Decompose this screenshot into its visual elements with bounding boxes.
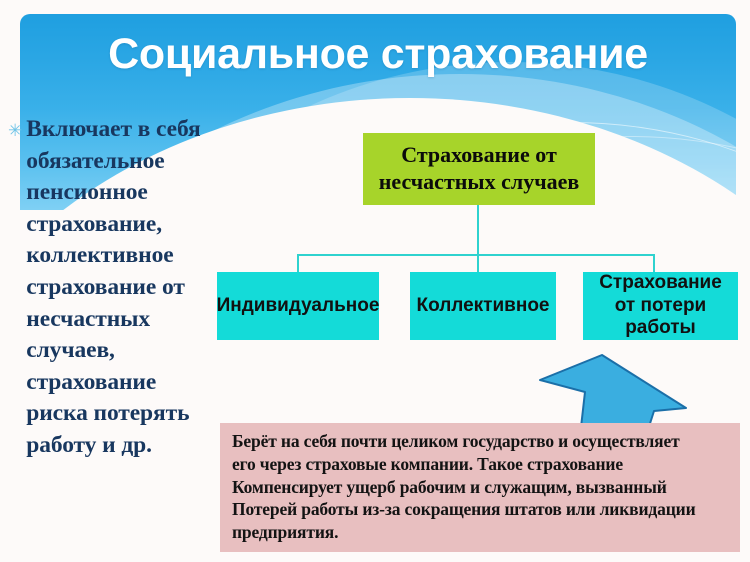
connector-drop-1 [297,254,299,272]
diagram-node-individual: Индивидуальное [217,272,379,340]
connector-drop-3 [653,254,655,272]
connector-drop-2 [477,254,479,272]
asterisk-bullet-icon: ✳ [8,121,23,140]
note-line-2: его через страховые компании. Такое стра… [232,453,623,474]
page-title: Социальное страхование [108,30,648,78]
note-box-text: Берёт на себя почти целиком государство … [232,430,730,544]
connector-horizontal-bar [297,254,655,256]
diagram-node-collective: Коллективное [410,272,556,340]
diagram-node-job-loss: Страхование от потери работы [583,272,738,340]
note-line-1: Берёт на себя почти целиком государство … [232,431,680,451]
note-box: Берёт на себя почти целиком государство … [220,423,740,552]
bullet-paragraph-text: Включает в себя обязательное пенсионное … [26,116,201,458]
bullet-paragraph: ✳ Включает в себя обязательное пенсионно… [8,114,223,462]
note-line-3: Компенсирует ущерб рабочим и служащим, в… [232,476,667,497]
note-line-5: предприятия. [232,522,339,542]
diagram-node-root: Страхование от несчастных случаев [363,133,595,205]
note-line-4: Потерей работы из-за сокращения штатов и… [232,499,696,520]
connector-stem [477,205,479,255]
